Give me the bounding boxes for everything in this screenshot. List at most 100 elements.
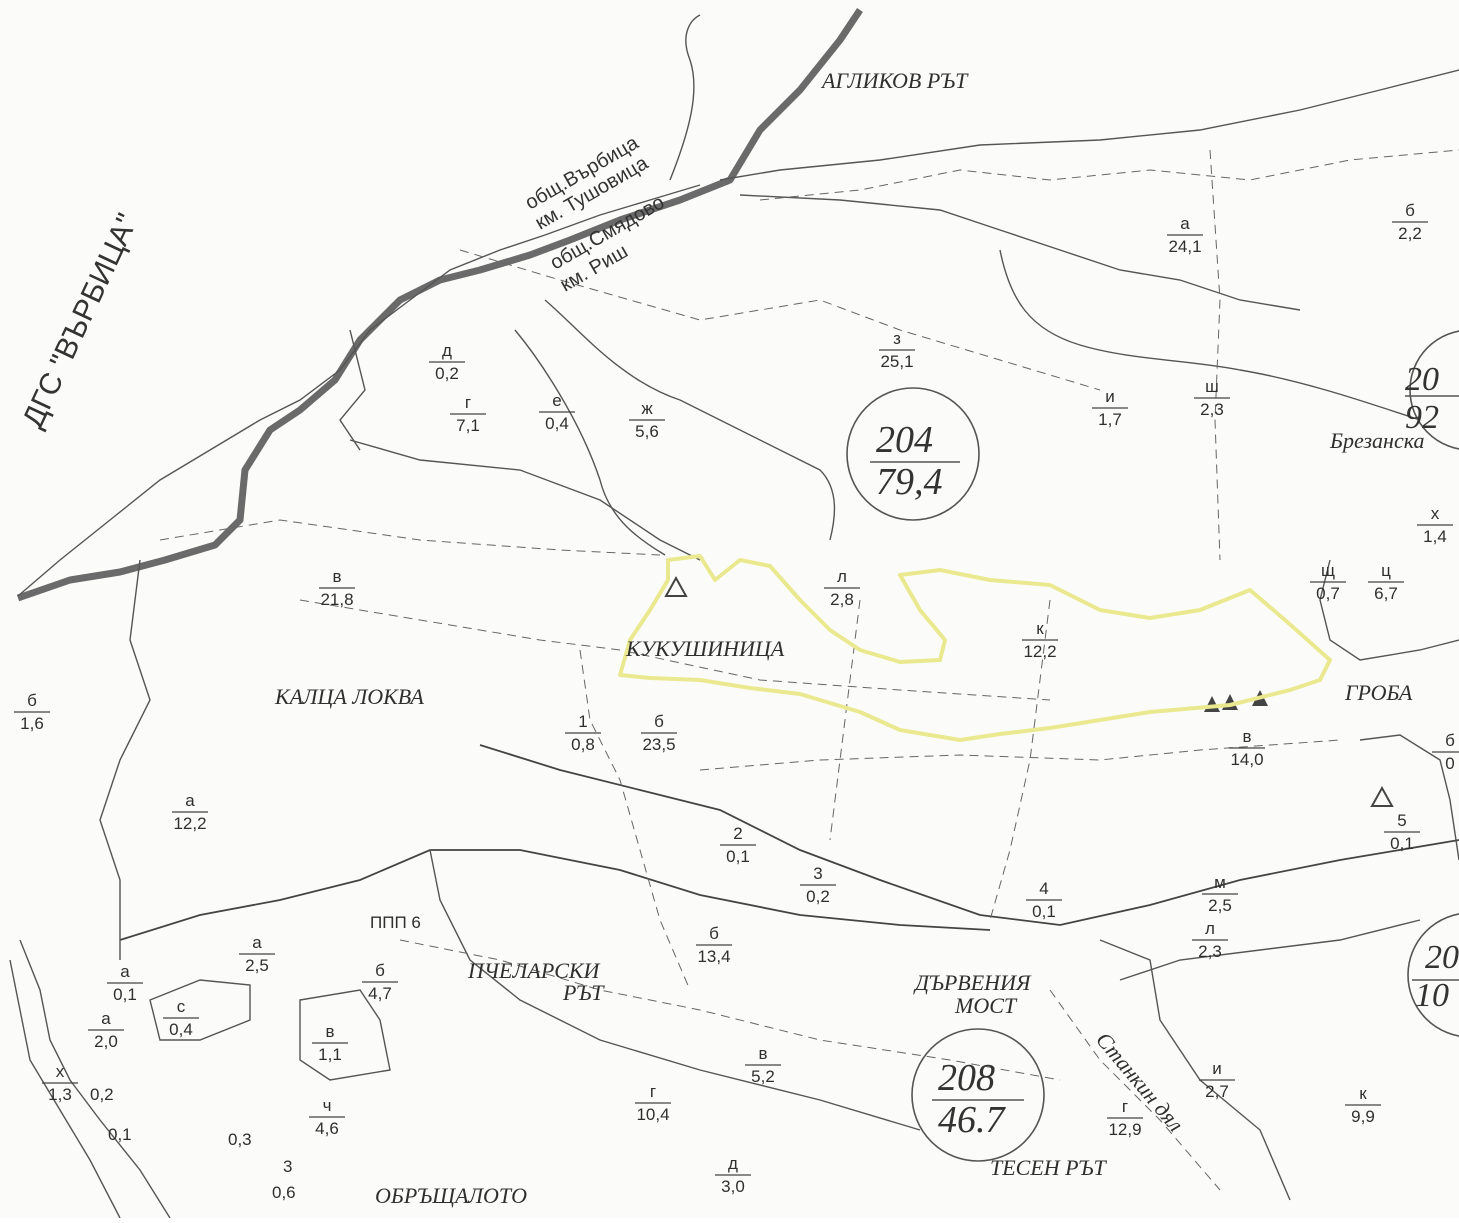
subcompartment-letter: 3 <box>813 864 822 883</box>
subcompartment-label: 20,1 <box>720 824 756 866</box>
misc-label-3: 0,3 <box>228 1130 252 1149</box>
track-7 <box>399 939 1061 1081</box>
misc-label-2: 0,1 <box>108 1125 132 1144</box>
subcompartment-label: м 2,5 <box>1202 873 1238 915</box>
subcompartment-label: а2,0 <box>88 1009 124 1051</box>
subcompartment-area: 2,5 <box>1208 896 1232 915</box>
subcompartment-label: ч 4,6 <box>309 1096 345 1138</box>
contour-right-1 <box>1319 559 1459 661</box>
place-pchelarski-1: ПЧЕЛАРСКИ <box>467 958 601 983</box>
subcompartment-area: 3,0 <box>721 1177 745 1196</box>
subcompartment-letter: д <box>728 1154 738 1173</box>
subcompartment-label: к12,2 <box>1022 619 1058 661</box>
subcompartment-label: и1,7 <box>1092 387 1128 429</box>
subcompartment-letter: м <box>1214 873 1226 892</box>
ridge-mid <box>999 249 1421 421</box>
subcompartment-label: з25,1 <box>879 329 915 371</box>
subcompartment-letter: с <box>177 997 186 1016</box>
subcompartment-area: 0,8 <box>571 735 595 754</box>
subcompartment-letter: б <box>1405 201 1415 220</box>
subcompartment-area: 0,4 <box>545 414 569 433</box>
subcompartment-letter: ч <box>323 1096 332 1115</box>
region-label: ДГС "ВЪРБИЦА" <box>16 209 144 433</box>
survey-triangle-icon <box>664 575 688 597</box>
misc-label-4: 0,6 <box>272 1183 296 1202</box>
subcompartment-area: 14,0 <box>1230 750 1263 769</box>
subcompartment-label: ж5,6 <box>629 399 665 441</box>
subcompartment-area: 4,6 <box>315 1119 339 1138</box>
track-10 <box>829 599 861 841</box>
subcompartment-label: л2,3 <box>1192 919 1228 961</box>
compartment-2xx-number: 20 <box>1425 939 1459 976</box>
track-1 <box>159 519 661 556</box>
subcompartment-letter: а <box>185 791 195 810</box>
subcompartment-area: 25,1 <box>880 352 913 371</box>
compartment-2xx-area: 10 <box>1415 977 1449 1014</box>
place-darvenia-2: МОСТ <box>954 993 1018 1018</box>
subcompartment-area: 0,1 <box>1390 834 1414 853</box>
compartment-204-number: 204 <box>876 419 933 461</box>
place-obrashtaloto: ОБРЪЩАЛОТО <box>375 1183 527 1208</box>
subcompartment-label: г10,4 <box>635 1082 671 1124</box>
subcompartment-area: 6,7 <box>1374 584 1398 603</box>
subcompartment-letter: в <box>332 567 341 586</box>
ppp-label: ППП 6 <box>370 913 421 932</box>
subcompartment-area: 1,7 <box>1098 410 1122 429</box>
subcompartment-area: 0,1 <box>113 985 137 1004</box>
subcompartment-label: г12,9 <box>1107 1097 1143 1139</box>
subcompartment-area: 12,9 <box>1108 1120 1141 1139</box>
road-main-upper <box>479 744 1459 926</box>
subcompartment-label: в14,0 <box>1229 727 1265 769</box>
misc-label-1: 0,2 <box>90 1085 114 1104</box>
subcompartment-letter: д <box>442 341 452 360</box>
text-layer: ДГС "ВЪРБИЦА" общ.Върбица км. Тушовица о… <box>16 68 1459 1208</box>
subcompartment-area: 1,1 <box>318 1045 342 1064</box>
track-8 <box>1049 989 1221 1191</box>
subcompartment-area: 1,6 <box>20 714 44 733</box>
ridge-top <box>739 194 1301 311</box>
subcompartment-area: 12,2 <box>173 814 206 833</box>
subcompartment-label: ц 6,7 <box>1368 561 1404 603</box>
subcompartment-letter: л <box>1205 919 1215 938</box>
compartment-204-edge <box>544 299 836 541</box>
track-2 <box>299 599 1051 701</box>
subcompartment-letter: ш <box>1205 377 1219 396</box>
subcompartment-area: 23,5 <box>642 735 675 754</box>
subcompartment-letter: в <box>758 1044 767 1063</box>
compartment-208-number: 208 <box>938 1057 995 1099</box>
subcompartment-letter: а <box>101 1009 111 1028</box>
compartment-line-c <box>339 329 366 451</box>
road-main-lower <box>119 849 991 941</box>
subcompartment-label: с0,4 <box>163 997 199 1039</box>
subcompartment-letter: х <box>1431 504 1440 523</box>
subcompartment-letter: ц <box>1381 561 1391 580</box>
compartment-20x-circle <box>1409 330 1459 450</box>
compartment-line-a <box>349 439 701 561</box>
subcompartment-label: к9,9 <box>1345 1084 1381 1126</box>
place-kukushinitsa: КУКУШИНИЦА <box>625 636 785 661</box>
survey-triangle-icon-2 <box>1370 785 1394 807</box>
subcompartment-label: б23,5 <box>641 712 677 754</box>
subcompartment-label: б1,6 <box>14 691 50 733</box>
contour-lower-4 <box>149 979 251 1041</box>
subcompartment-area: 4,7 <box>368 984 392 1003</box>
subcompartment-area: 24,1 <box>1168 237 1201 256</box>
contour-lower-1 <box>99 559 151 960</box>
subcompartment-letter: х <box>56 1062 65 1081</box>
place-groba: ГРОБА <box>1344 680 1413 705</box>
subcompartment-letter: б <box>709 924 719 943</box>
subcompartment-area: 1,4 <box>1423 527 1447 546</box>
subcompartment-area: 2,3 <box>1200 400 1224 419</box>
subcompartment-area: 2,2 <box>1398 224 1422 243</box>
compartment-204-circle <box>846 387 980 521</box>
subcompartment-label: г7,1 <box>450 393 486 435</box>
subcompartment-label: 30,2 <box>800 864 836 906</box>
subcompartment-label: б 2,2 <box>1392 201 1428 243</box>
subcompartment-letter: 4 <box>1039 879 1048 898</box>
subcompartment-label: 40,1 <box>1026 879 1062 921</box>
track-11 <box>989 599 1051 921</box>
subcompartment-label: ш 2,3 <box>1194 377 1230 419</box>
compartment-208-circle <box>911 1028 1045 1162</box>
